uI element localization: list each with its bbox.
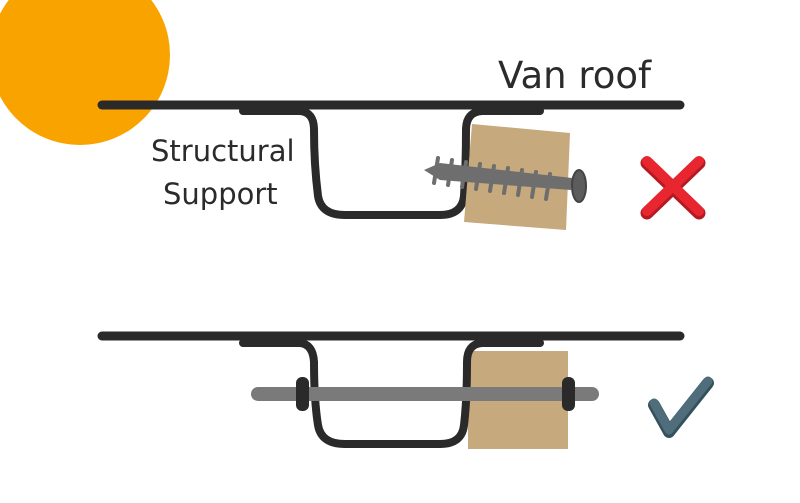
cross-icon — [640, 156, 706, 220]
structural-support-bottom — [239, 339, 544, 448]
through-bolt — [251, 377, 599, 411]
screw — [424, 156, 587, 203]
correct-mounting — [97, 331, 685, 449]
support-label-line2: Support — [163, 177, 278, 211]
incorrect-mounting — [97, 100, 685, 230]
support-label-line1: Structural — [151, 134, 295, 168]
structural-support-top — [239, 107, 544, 219]
roof-label: Van roof — [498, 54, 652, 97]
sun-circle — [0, 0, 170, 145]
check-icon — [648, 376, 714, 438]
